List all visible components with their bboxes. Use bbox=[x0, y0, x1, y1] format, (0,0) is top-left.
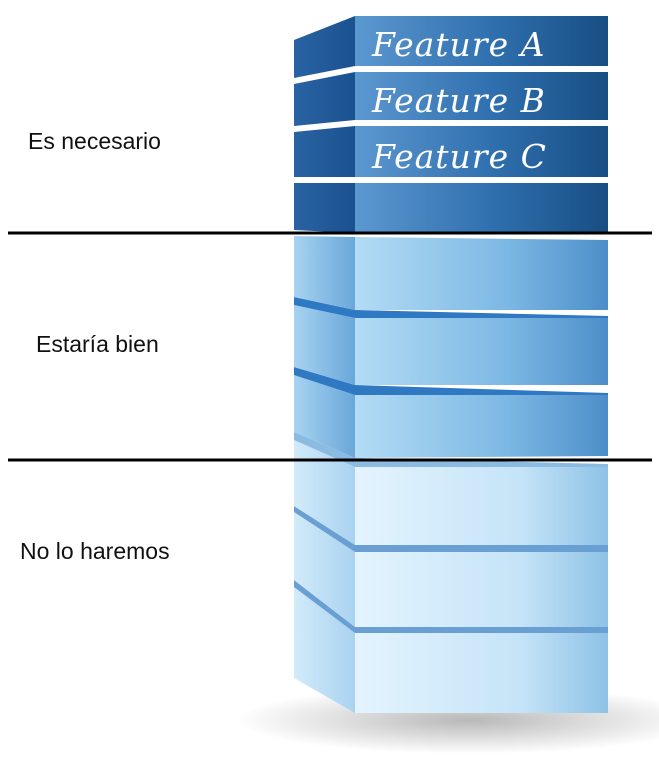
block-front bbox=[355, 16, 608, 66]
block-side bbox=[294, 183, 355, 233]
tier-must bbox=[294, 16, 608, 233]
block-front bbox=[355, 318, 608, 385]
zone-label-wont: No lo haremos bbox=[20, 538, 170, 564]
block-top-edge bbox=[294, 297, 608, 318]
block-side bbox=[294, 236, 355, 310]
block-top-edge bbox=[294, 367, 608, 395]
block-front bbox=[355, 552, 608, 627]
block-front bbox=[355, 395, 608, 458]
zone-label-should: Estaría bien bbox=[36, 331, 159, 357]
block-front bbox=[355, 237, 608, 310]
block-side bbox=[294, 72, 355, 126]
block-side bbox=[294, 126, 355, 177]
tier-wont bbox=[294, 432, 608, 713]
block-side bbox=[294, 512, 355, 627]
block-top-edge bbox=[294, 506, 608, 552]
block-side bbox=[294, 587, 355, 713]
block-side bbox=[294, 375, 355, 458]
block-top-edge bbox=[294, 432, 608, 467]
feature-label-c: Feature C bbox=[371, 137, 547, 176]
block-side bbox=[294, 16, 355, 78]
zone-label-must: Es necesario bbox=[28, 128, 161, 154]
block-front bbox=[355, 72, 608, 120]
block-front bbox=[355, 467, 608, 545]
block-top-edge bbox=[294, 580, 608, 633]
block-front bbox=[355, 183, 608, 233]
block-front bbox=[355, 633, 608, 713]
feature-label-a: Feature A bbox=[371, 25, 545, 64]
block-side bbox=[294, 305, 355, 385]
feature-label-b: Feature B bbox=[371, 81, 546, 120]
block-side bbox=[294, 440, 355, 545]
block-front bbox=[355, 126, 608, 177]
tier-should bbox=[294, 236, 608, 458]
